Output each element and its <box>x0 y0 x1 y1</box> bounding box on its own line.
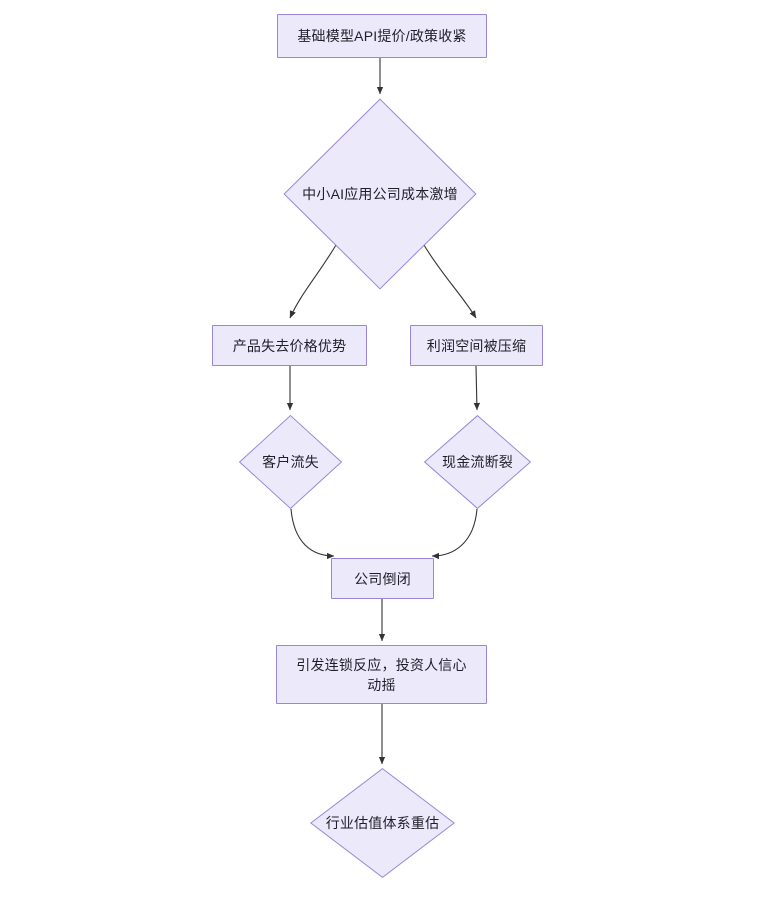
flow-edge <box>431 508 478 560</box>
node-cost-surge[interactable]: 中小AI应用公司成本激增 <box>283 98 477 290</box>
node-industry-revaluation[interactable]: 行业估值体系重估 <box>310 768 455 878</box>
flow-edge <box>290 508 335 560</box>
node-label: 产品失去价格优势 <box>232 337 347 354</box>
node-label: 客户流失 <box>262 454 319 470</box>
node-label: 基础模型API提价/政策收紧 <box>297 28 467 44</box>
node-label: 现金流断裂 <box>442 454 513 470</box>
node-label: 中小AI应用公司成本激增 <box>302 186 458 202</box>
node-chain-reaction[interactable]: 引发连锁反应，投资人信心 动摇 <box>276 645 487 704</box>
node-label: 公司倒闭 <box>354 570 411 587</box>
node-label: 行业估值体系重估 <box>325 815 440 831</box>
node-margin-compressed[interactable]: 利润空间被压缩 <box>410 325 543 366</box>
diamond-shape <box>424 415 531 509</box>
node-lost-price-advantage[interactable]: 产品失去价格优势 <box>212 325 367 366</box>
node-customer-churn[interactable]: 客户流失 <box>239 415 342 509</box>
node-label: 利润空间被压缩 <box>426 337 527 354</box>
flow-edge <box>473 365 481 411</box>
node-label: 引发连锁反应，投资人信心 动摇 <box>296 656 467 693</box>
node-cash-flow-break[interactable]: 现金流断裂 <box>424 415 531 509</box>
diamond-shape <box>283 98 477 290</box>
node-api-price-increase[interactable]: 基础模型API提价/政策收紧 <box>277 14 487 58</box>
diamond-shape <box>310 768 455 878</box>
diamond-shape <box>239 415 342 509</box>
node-company-shutdown[interactable]: 公司倒闭 <box>331 558 434 599</box>
